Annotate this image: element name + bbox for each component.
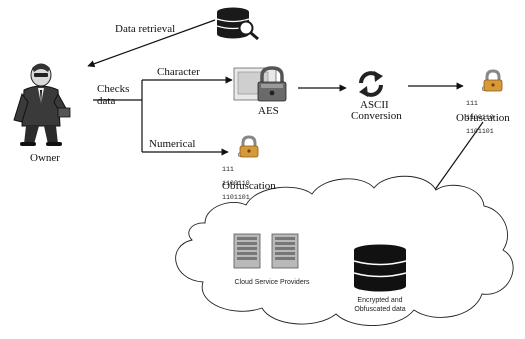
owner-label: Owner	[30, 152, 60, 164]
obfuscation-right-label: Obfuscation	[456, 112, 510, 124]
padlock-binary-icon: 010 111 1100110 1101101	[466, 69, 510, 135]
businessman-icon	[13, 60, 74, 146]
bits-line-4: 1101101	[222, 194, 250, 201]
aes-label: AES	[258, 105, 279, 117]
data-retrieval-label: Data retrieval	[115, 23, 176, 35]
character-label: Character	[157, 66, 200, 78]
bits-line-3: 1100110	[222, 180, 250, 187]
numerical-label: Numerical	[149, 138, 196, 150]
bits-line-2: 111	[466, 100, 478, 107]
bits-line-2: 111	[222, 166, 234, 173]
padlock-binary-icon: 010 111 1100110 1101101	[222, 135, 266, 201]
encrypted-label-line1: Encrypted and	[357, 297, 403, 304]
refresh-cycle-icon	[356, 70, 386, 98]
ascii-label-line2: Conversion	[351, 110, 402, 122]
cloud-service-providers-label: Cloud Service Providers	[234, 279, 310, 286]
checks-data-label-line2: data	[97, 95, 116, 107]
bits-line-3: 1100110	[466, 114, 494, 121]
bits-line-4: 1101101	[466, 128, 494, 135]
ascii-label-line1: ASCII	[360, 99, 389, 111]
server-tower-icon	[232, 232, 302, 270]
checks-data-label-line1: Checks	[97, 83, 130, 95]
encrypted-label-line2: Obfuscated data	[354, 306, 406, 313]
data-retrieval-arrow	[87, 19, 216, 68]
cloud-outline	[175, 175, 514, 326]
obfuscation-bottom-label: Obfuscation	[222, 180, 276, 192]
padlock-icon	[233, 66, 296, 102]
database-icon	[350, 244, 410, 292]
database-search-icon	[215, 7, 261, 41]
